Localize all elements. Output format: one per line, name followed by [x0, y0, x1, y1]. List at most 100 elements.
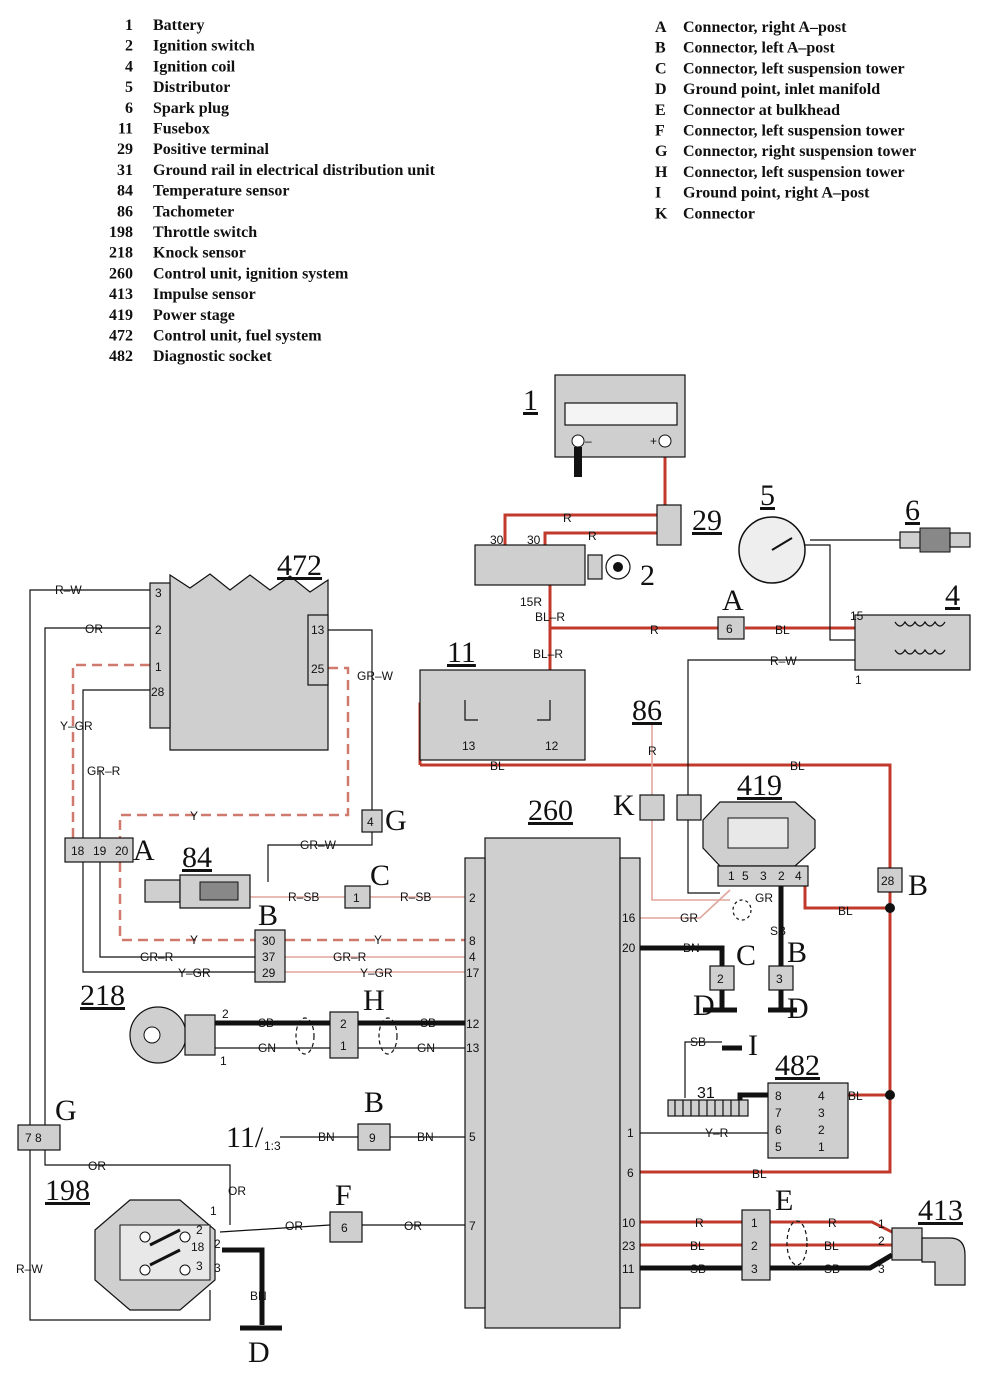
wire-bl-482 — [848, 908, 892, 1097]
shield-e — [786, 1220, 808, 1266]
power-stage: 1 5 3 2 4 — [702, 801, 816, 887]
svg-text:1: 1 — [878, 1217, 885, 1231]
legend-letter: F — [655, 123, 665, 140]
svg-text:25: 25 — [311, 662, 325, 676]
connector-b-1 — [254, 929, 286, 983]
svg-text:18: 18 — [191, 1240, 205, 1254]
wire-or-198-f — [219, 1224, 331, 1233]
svg-text:R–W: R–W — [16, 1262, 43, 1276]
svg-text:SB: SB — [824, 1262, 840, 1276]
legend-letter: B — [655, 40, 666, 57]
letter-b-28: B — [908, 869, 928, 902]
connector-g-left — [17, 1124, 61, 1151]
letter-g-top: G — [385, 804, 407, 837]
svg-text:GR: GR — [680, 911, 698, 925]
legend-number-label: Spark plug — [153, 100, 229, 117]
connector-h — [329, 1011, 359, 1059]
letter-d-3: D — [787, 992, 809, 1025]
connector-b-28 — [877, 867, 903, 893]
svg-text:5: 5 — [469, 1130, 476, 1144]
wire-rw-coil — [687, 659, 855, 795]
svg-text:12: 12 — [545, 739, 559, 753]
legend-number-label: Battery — [153, 17, 205, 34]
svg-text:16: 16 — [622, 911, 636, 925]
junction-bl-2 — [885, 1090, 895, 1100]
svg-text:Y: Y — [374, 933, 382, 947]
wire-sb-rail — [684, 1041, 722, 1098]
svg-text:17: 17 — [466, 966, 480, 980]
throttle-switch: 2 18 3 1 2 3 — [94, 1199, 221, 1311]
letter-k: K — [613, 789, 635, 822]
svg-text:SB: SB — [690, 1262, 706, 1276]
temperature-sensor — [144, 874, 251, 909]
svg-text:3: 3 — [878, 1262, 885, 1276]
letter-c-2: C — [736, 939, 756, 972]
svg-text:28: 28 — [881, 874, 895, 888]
svg-text:7: 7 — [469, 1219, 476, 1233]
svg-text:30: 30 — [527, 533, 541, 547]
connector-k-1 — [639, 794, 665, 821]
svg-text:1: 1 — [353, 891, 360, 905]
wire-472-1 — [71, 663, 150, 840]
svg-text:GR–W: GR–W — [357, 669, 394, 683]
svg-text:6: 6 — [775, 1123, 782, 1137]
legend-number-label: Ignition switch — [153, 38, 255, 55]
label-86: 86 — [632, 694, 662, 727]
letter-d-1: D — [248, 1336, 270, 1369]
wire-bl-cu6 — [640, 1095, 892, 1174]
svg-text:GN: GN — [258, 1041, 276, 1055]
svg-text:4: 4 — [818, 1089, 825, 1103]
svg-text:2: 2 — [878, 1234, 885, 1248]
svg-text:7 8: 7 8 — [25, 1131, 42, 1145]
diagnostic-socket: 8 7 6 5 4 3 2 1 — [767, 1082, 849, 1159]
legend-letter-label: Ground point, right A–post — [683, 185, 870, 202]
svg-text:BL: BL — [838, 904, 853, 918]
legend-letter-label: Connector, left A–post — [683, 40, 836, 57]
svg-text:30: 30 — [490, 533, 504, 547]
svg-text:5: 5 — [775, 1140, 782, 1154]
letter-f: F — [335, 1179, 352, 1212]
svg-text:SB: SB — [420, 1016, 436, 1030]
label-5: 5 — [760, 479, 775, 512]
junction-bl-1 — [885, 903, 895, 913]
svg-text:Y–GR: Y–GR — [178, 966, 211, 980]
svg-text:2: 2 — [196, 1223, 203, 1237]
svg-text:GR–W: GR–W — [300, 838, 337, 852]
svg-text:R–W: R–W — [55, 583, 82, 597]
label-84: 84 — [182, 841, 212, 874]
legend-number: 472 — [109, 328, 133, 345]
svg-text:2: 2 — [340, 1017, 347, 1031]
svg-text:BL: BL — [752, 1167, 767, 1181]
svg-text:R: R — [828, 1216, 837, 1230]
legend-number: 29 — [117, 141, 133, 158]
legend-number-label: Positive terminal — [153, 141, 270, 158]
legend-number: 11 — [118, 121, 133, 138]
ground-rail — [667, 1099, 749, 1117]
letter-i: I — [748, 1029, 758, 1062]
legend-number: 2 — [125, 38, 133, 55]
ignition-control-unit: 2 8 4 17 12 13 5 7 16 20 1 6 10 23 11 — [464, 837, 641, 1329]
svg-text:BL: BL — [848, 1089, 863, 1103]
wire-grr-a-b — [99, 862, 255, 958]
svg-text:BL: BL — [775, 623, 790, 637]
wire-grw-84 — [267, 830, 373, 882]
svg-text:8: 8 — [469, 934, 476, 948]
legend-number: 482 — [109, 348, 133, 365]
svg-text:4: 4 — [795, 869, 802, 883]
svg-text:OR: OR — [285, 1219, 303, 1233]
label-198: 198 — [45, 1174, 90, 1207]
svg-text:19: 19 — [93, 844, 107, 858]
svg-text:BL: BL — [690, 1239, 705, 1253]
label-260: 260 — [528, 794, 573, 827]
knock-sensor: 2 1 — [129, 1006, 229, 1068]
label-472: 472 — [277, 549, 322, 582]
svg-text:R: R — [588, 529, 597, 543]
label-482: 482 — [775, 1049, 820, 1082]
wire-sb-e-413 — [770, 1252, 894, 1271]
svg-text:SB: SB — [258, 1016, 274, 1030]
legend-letter-label: Connector, right suspension tower — [683, 143, 916, 160]
svg-text:GN: GN — [417, 1041, 435, 1055]
fuel-control-unit: 3 2 1 28 13 25 — [149, 573, 329, 751]
wire-dist-coil — [800, 544, 860, 641]
